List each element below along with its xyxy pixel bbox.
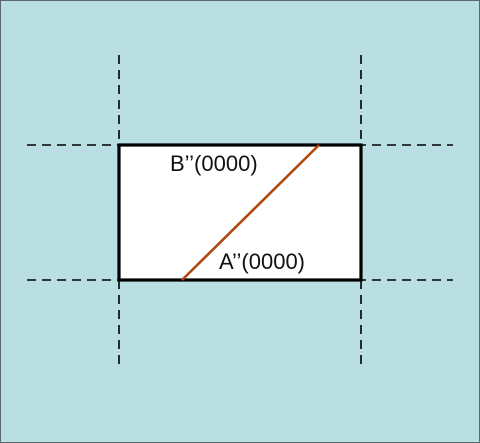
point-b-label: B’’(0000) bbox=[170, 151, 258, 176]
point-a-label: A’’(0000) bbox=[219, 249, 305, 274]
clipped-line-segment bbox=[181, 144, 320, 281]
clipping-window bbox=[117, 143, 363, 282]
